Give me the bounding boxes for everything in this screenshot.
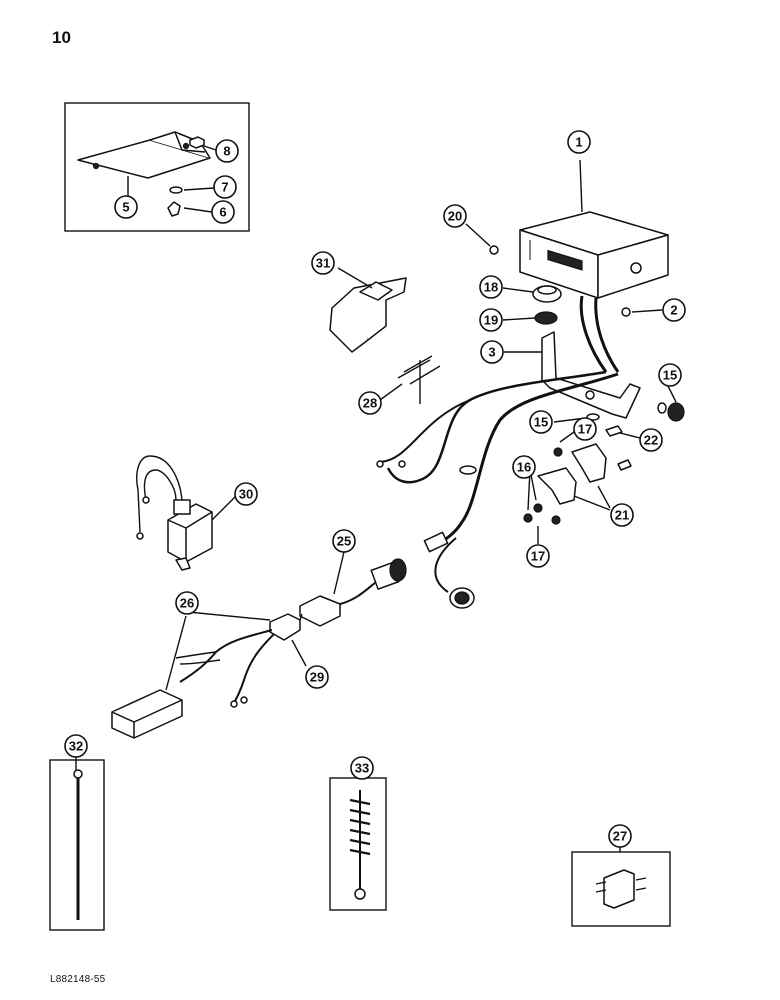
- svg-text:15: 15: [663, 368, 677, 383]
- svg-text:6: 6: [219, 205, 226, 220]
- callout-3: 3: [480, 340, 504, 364]
- svg-text:27: 27: [613, 829, 627, 844]
- nut-8: [189, 136, 205, 149]
- callout-17-lower: 17: [526, 544, 550, 568]
- washer-7: [169, 186, 183, 194]
- svg-text:29: 29: [310, 670, 324, 685]
- callout-6: 6: [211, 200, 235, 224]
- svg-text:7: 7: [221, 180, 228, 195]
- callout-29: 29: [305, 665, 329, 689]
- sensor-30: [136, 455, 237, 571]
- svg-text:3: 3: [488, 345, 495, 360]
- svg-text:1: 1: [575, 135, 582, 150]
- callout-7: 7: [213, 175, 237, 199]
- mount-bracket-3: [541, 331, 641, 419]
- callout-26: 26: [175, 591, 199, 615]
- svg-text:21: 21: [615, 508, 629, 523]
- svg-text:31: 31: [316, 256, 330, 271]
- bolt-6: [167, 201, 181, 217]
- callout-25: 25: [332, 529, 356, 553]
- svg-text:2: 2: [670, 303, 677, 318]
- figure-code: L882148-55: [50, 974, 106, 985]
- control-box-1: [519, 159, 669, 299]
- svg-text:16: 16: [517, 460, 531, 475]
- callout-15-lower: 15: [529, 410, 553, 434]
- svg-text:22: 22: [644, 433, 658, 448]
- svg-text:5: 5: [122, 200, 129, 215]
- svg-text:8: 8: [223, 144, 230, 159]
- svg-text:20: 20: [448, 209, 462, 224]
- svg-text:33: 33: [355, 761, 369, 776]
- page-number: 10: [52, 28, 71, 47]
- callout-18: 18: [479, 275, 503, 299]
- bracket-inset: [64, 102, 250, 232]
- callout-19: 19: [479, 308, 503, 332]
- svg-text:17: 17: [531, 549, 545, 564]
- knob-15: [667, 402, 685, 422]
- nut-19: [534, 311, 558, 325]
- callout-8: 8: [215, 139, 239, 163]
- svg-text:28: 28: [363, 396, 377, 411]
- svg-text:19: 19: [484, 313, 498, 328]
- callout-21: 21: [610, 503, 634, 527]
- svg-text:15: 15: [534, 415, 548, 430]
- svg-text:25: 25: [337, 534, 351, 549]
- callout-28: 28: [358, 391, 382, 415]
- callout-33: 33: [350, 756, 374, 780]
- svg-text:17: 17: [578, 422, 592, 437]
- connector-25: [299, 595, 341, 627]
- callout-30: 30: [234, 482, 258, 506]
- svg-text:32: 32: [69, 739, 83, 754]
- callout-15-upper: 15: [658, 363, 682, 387]
- callout-27: 27: [608, 824, 632, 848]
- callout-1: 1: [567, 130, 591, 154]
- callout-2: 2: [662, 298, 686, 322]
- callout-22: 22: [639, 428, 663, 452]
- svg-text:26: 26: [180, 596, 194, 611]
- housing-31: [329, 267, 407, 353]
- callout-20: 20: [443, 204, 467, 228]
- callout-16: 16: [512, 455, 536, 479]
- callout-31: 31: [311, 251, 335, 275]
- svg-text:30: 30: [239, 487, 253, 502]
- callout-32: 32: [64, 734, 88, 758]
- svg-text:18: 18: [484, 280, 498, 295]
- callout-17-upper: 17: [573, 417, 597, 441]
- callout-5: 5: [114, 195, 138, 219]
